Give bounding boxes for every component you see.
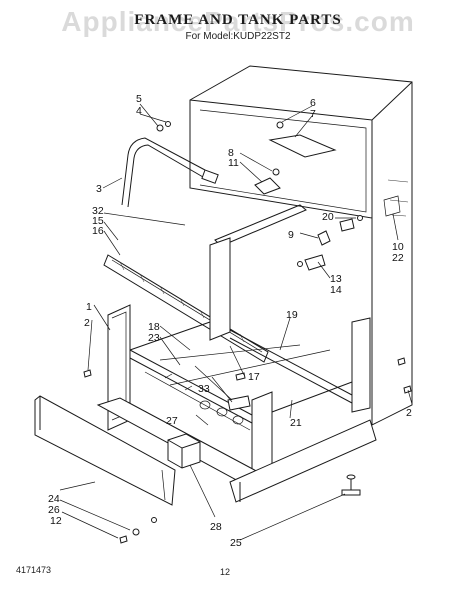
callout-13: 13 — [330, 273, 342, 285]
callout-15: 15 — [92, 215, 104, 227]
callout-17: 17 — [248, 371, 260, 383]
base-frame — [96, 237, 377, 503]
callout-27: 27 — [166, 415, 178, 427]
screws — [83, 357, 412, 544]
callout-21: 21 — [290, 417, 302, 429]
callout-11: 11 — [228, 157, 239, 169]
callout-14: 14 — [330, 284, 342, 296]
model-subtitle: For Model:KUDP22ST2 — [185, 31, 291, 42]
callout-10: 10 — [392, 241, 404, 253]
callout-19: 19 — [286, 309, 298, 321]
page-number: 12 — [220, 567, 231, 577]
callout-6: 6 — [310, 97, 316, 109]
callout-7: 7 — [310, 108, 316, 120]
callout-2-right: 2 — [406, 407, 412, 419]
callout-labels: 5 4 3 6 7 8 11 32 15 16 20 9 13 14 10 22… — [48, 93, 412, 549]
callout-16: 16 — [92, 225, 104, 237]
callout-22: 22 — [392, 252, 404, 264]
document-number: 4171473 — [16, 565, 52, 575]
callout-33: 33 — [198, 383, 210, 395]
callout-12: 12 — [50, 515, 62, 527]
leveling-leg — [341, 474, 361, 496]
callout-4: 4 — [136, 105, 142, 117]
callout-23: 23 — [148, 332, 160, 344]
page-title: FRAME AND TANK PARTS — [134, 12, 342, 28]
callout-2-left: 2 — [84, 317, 90, 329]
callout-24: 24 — [48, 493, 60, 505]
junction-block — [167, 433, 201, 469]
callout-18: 18 — [148, 321, 160, 333]
callout-26: 26 — [48, 504, 60, 516]
fill-tube — [121, 121, 219, 208]
leader-lines — [59, 103, 413, 541]
callout-1: 1 — [86, 301, 92, 313]
callout-20: 20 — [322, 211, 334, 223]
callout-9: 9 — [288, 229, 294, 241]
callout-32: 32 — [92, 205, 104, 217]
callout-8: 8 — [228, 147, 234, 159]
upper-small-parts — [254, 121, 363, 271]
callout-25: 25 — [230, 537, 242, 549]
callout-5: 5 — [136, 93, 142, 105]
callout-28: 28 — [210, 521, 222, 533]
callout-3: 3 — [96, 183, 102, 195]
toe-panel — [34, 395, 176, 506]
